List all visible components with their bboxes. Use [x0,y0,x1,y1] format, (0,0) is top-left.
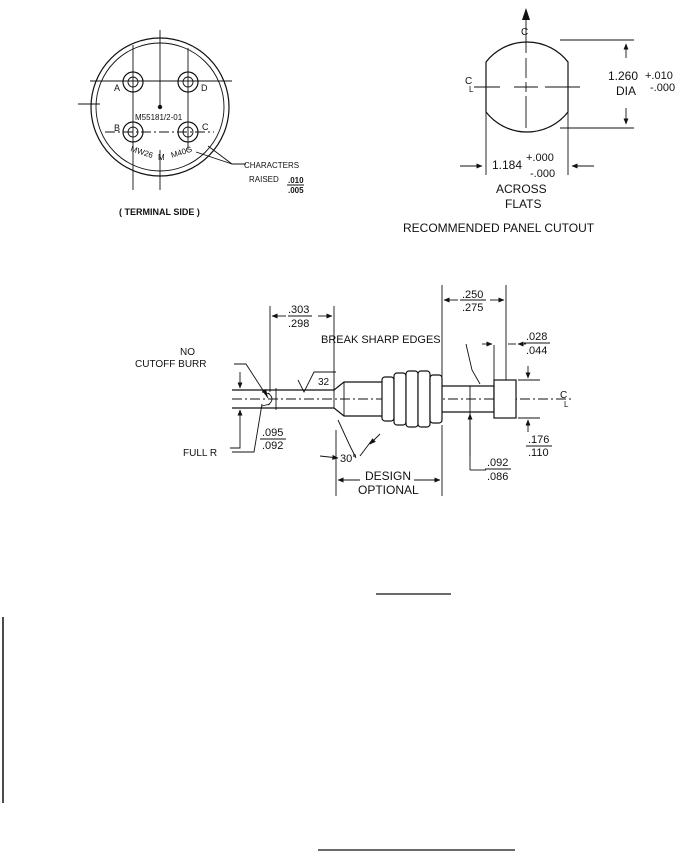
dim-250: .250 [462,289,483,301]
dim-303: .303 [288,304,309,316]
pin-label-a: A [114,83,120,93]
pin-flange-fins [381,370,443,428]
pin-label-b: B [114,123,120,133]
callout-raised: RAISED [249,175,279,184]
dim-044: .044 [526,345,547,357]
break-sharp-edges-note: BREAK SHARP EDGES [321,334,441,346]
dim-092-cup: .092 [262,440,283,452]
flats-tol-plus: +.000 [526,152,554,164]
flats-label-flats: FLATS [505,197,541,211]
dia-tol-plus: +.010 [645,70,673,82]
panel-cutout-view: C C L 1.260 +.010 -.000 DIA 1.184 +.000 … [403,8,675,235]
terminal-side-caption: ( TERMINAL SIDE ) [119,207,200,217]
pin-c [177,121,199,143]
dim-095: .095 [262,427,283,439]
pin-label-c: C [202,122,209,132]
surface-finish-value: 32 [318,377,330,388]
pin-d [177,71,199,93]
solder-cup [232,389,276,409]
design-optional-line1: DESIGN [365,469,411,483]
pin-b [122,121,144,143]
design-optional-line2: OPTIONAL [358,483,419,497]
centerline-left-l: L [469,85,474,94]
pin-centerline-l: L [564,400,569,409]
centerline-top-c: C [521,27,528,38]
angle-30: 30° [340,453,357,465]
marking-mid: M [158,153,165,162]
dim-275: .275 [462,302,483,314]
part-number-marking: M55181/2-01 [135,113,183,122]
pin-collar [493,379,517,419]
flats-nominal: 1.184 [492,158,522,172]
dim-176: .176 [528,434,549,446]
dia-label: DIA [616,84,636,98]
marking-right: M40G [170,145,194,160]
pin-centerline-c: C [560,390,567,401]
flats-tol-minus: -.000 [530,168,555,180]
raised-dim-top: .010 [288,176,304,185]
raised-dim-bottom: .005 [288,186,304,195]
flats-label-across: ACROSS [496,182,547,196]
dim-086: .086 [487,471,508,483]
centerline-left-c: C [465,76,472,87]
full-r-note: FULL R [183,448,217,459]
panel-cutout-caption: RECOMMENDED PANEL CUTOUT [403,221,595,235]
terminal-side-view: A D B C M55181/2-01 MW26 M M40G CHARACTE… [78,30,304,217]
dim-110: .110 [528,447,549,459]
dim-092-tail: .092 [487,457,508,469]
no-burr-note-line1: NO [180,347,195,358]
dim-298: .298 [288,318,309,330]
pin-label-d: D [201,83,208,93]
no-burr-note-line2: CUTOFF BURR [135,359,206,370]
pin-side-view: C L .303 .298 [135,285,572,497]
dia-nominal: 1.260 [608,69,638,83]
callout-characters: CHARACTERS [244,161,299,170]
surface-finish-symbol [297,371,336,394]
dim-028: .028 [526,331,547,343]
dia-tol-minus: -.000 [650,82,675,94]
pin-a [122,71,144,93]
